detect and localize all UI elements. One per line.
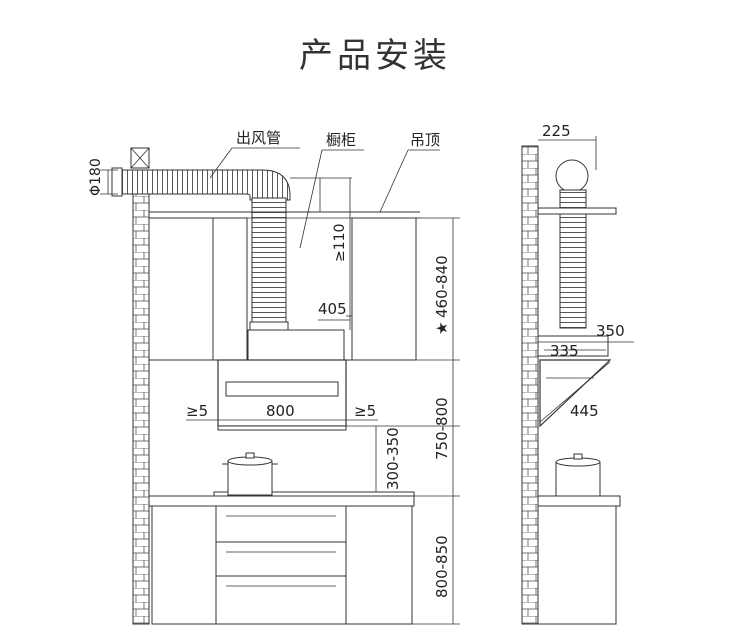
- dim-pot-to-hood: 300-350: [384, 427, 402, 490]
- dim-pipe-diameter: Φ180: [88, 158, 104, 196]
- side-pot-icon: [555, 453, 601, 497]
- countertop: [148, 495, 415, 507]
- front-view: [100, 147, 460, 625]
- side-brick-wall: [521, 145, 539, 625]
- dim-side-depth: 335: [550, 342, 579, 360]
- label-duct: 出风管: [236, 129, 281, 147]
- dim-side-diag: 445: [570, 402, 599, 420]
- side-lower-cabinet: [537, 505, 617, 625]
- upper-cabinet-mid: [212, 217, 248, 361]
- dim-cabinet-gap: ≥110: [332, 224, 348, 262]
- label-ceiling: 吊顶: [410, 131, 440, 149]
- dim-side-outlet: 350: [596, 322, 625, 340]
- dim-counter-height: 800-850: [433, 535, 451, 598]
- dim-side-top-width: 225: [542, 122, 571, 140]
- dim-duct-offset: 405: [318, 300, 347, 318]
- side-view: [521, 136, 634, 625]
- duct-vertical: [251, 197, 287, 325]
- pot-icon: [222, 452, 278, 496]
- upper-cabinet-left: [148, 217, 214, 361]
- label-cabinet: 橱柜: [326, 131, 356, 149]
- duct-horizontal: [117, 169, 291, 201]
- dim-hang-height: 460-840: [433, 255, 451, 318]
- upper-cabinet-right: [351, 217, 417, 361]
- dim-gap-left: ≥5: [186, 402, 208, 420]
- dim-hood-width: 800: [266, 402, 295, 420]
- dim-gap-right: ≥5: [354, 402, 376, 420]
- side-duct-outlet: [555, 159, 589, 193]
- dim-star: ★: [433, 322, 451, 335]
- front-brick-wall: [132, 189, 150, 625]
- hood-chimney: [247, 329, 345, 361]
- dim-hood-to-counter: 750-800: [433, 397, 451, 460]
- page-title: 产品安装: [299, 36, 451, 76]
